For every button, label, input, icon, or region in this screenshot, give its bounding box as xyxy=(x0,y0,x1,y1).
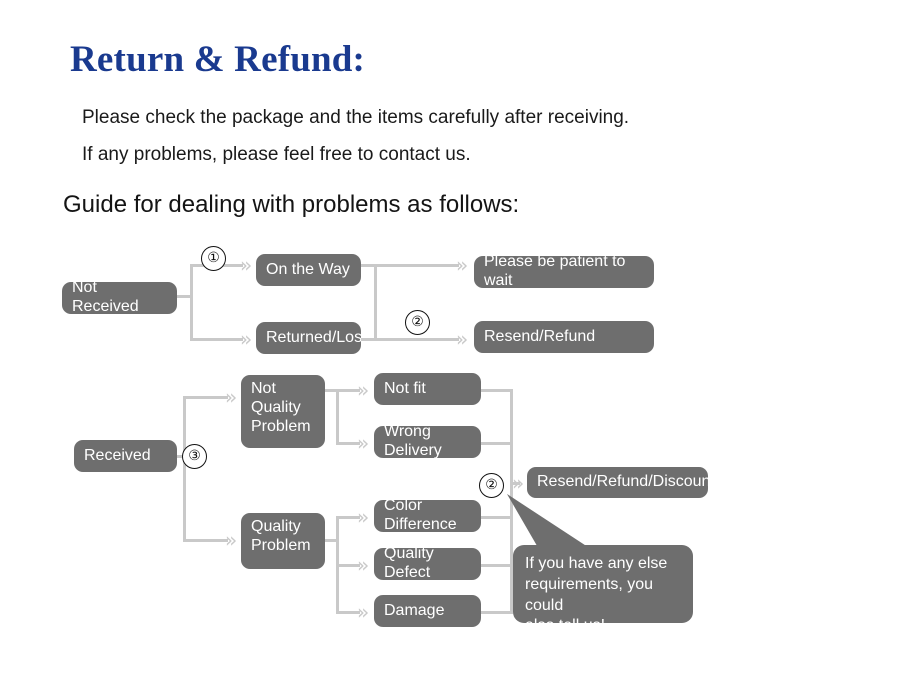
connector-not-received-split xyxy=(190,264,193,341)
connector-to-color-difference xyxy=(336,516,360,519)
connector-to-wrong-delivery xyxy=(336,442,360,445)
connector-wrong-delivery-out xyxy=(481,442,512,445)
connector-returned-lost-out xyxy=(361,338,377,341)
lead-text-line-1: Please check the package and the items c… xyxy=(82,107,630,128)
connector-not-received-stem xyxy=(177,295,193,298)
connector-nqp-out-top xyxy=(325,389,339,392)
connector-damage-out xyxy=(481,611,512,614)
node-resend-refund-discount[interactable]: Resend/Refund/Discount xyxy=(527,467,715,498)
node-on-the-way[interactable]: On the Way xyxy=(256,254,361,286)
node-received[interactable]: Received xyxy=(74,440,177,472)
marker-one: ① xyxy=(201,246,226,271)
connector-flow1-merge xyxy=(374,264,377,341)
arrowhead-to-resend-refund: » xyxy=(456,327,469,351)
page-title: Return & Refund: xyxy=(70,39,366,80)
node-not-fit[interactable]: Not fit xyxy=(374,373,481,405)
connector-bus-to-outcome xyxy=(510,482,520,485)
node-returned-lost[interactable]: Returned/Lost xyxy=(256,322,367,354)
lead-text-line-2: If any problems, please feel free to con… xyxy=(82,144,471,165)
marker-three: ③ xyxy=(182,444,207,469)
node-quality-defect[interactable]: Quality Defect xyxy=(374,545,481,581)
node-wrong-delivery[interactable]: Wrong Delivery xyxy=(374,423,481,459)
connector-on-the-way-out xyxy=(361,264,377,267)
connector-to-quality-defect xyxy=(336,564,360,567)
connector-nqp-split xyxy=(336,389,339,444)
arrowhead-to-quality-problem: » xyxy=(225,528,238,552)
marker-two-top: ② xyxy=(405,310,430,335)
arrowhead-to-damage: » xyxy=(357,600,370,624)
connector-to-damage xyxy=(336,611,360,614)
connector-to-quality-problem xyxy=(183,539,228,542)
connector-to-not-quality-problem xyxy=(183,396,228,399)
connector-to-please-wait xyxy=(374,264,459,267)
node-not-received[interactable]: Not Received xyxy=(62,279,177,315)
connector-to-not-fit xyxy=(336,389,360,392)
node-not-quality-problem[interactable]: Not Quality Problem xyxy=(241,375,325,448)
node-color-difference[interactable]: Color Difference xyxy=(374,497,481,533)
connector-quality-defect-out xyxy=(481,564,512,567)
connector-not-fit-out xyxy=(481,389,512,392)
marker-two-bottom: ② xyxy=(479,473,504,498)
connector-received-split xyxy=(183,396,186,542)
connector-color-difference-out xyxy=(481,516,512,519)
arrowhead-to-resend-refund-discount: » xyxy=(512,471,525,495)
connector-qp-out xyxy=(325,539,339,542)
arrowhead-to-on-the-way: » xyxy=(240,253,253,277)
arrowhead-to-color-difference: » xyxy=(357,505,370,529)
arrowhead-to-returned-lost: » xyxy=(240,327,253,351)
connector-to-returned-lost xyxy=(190,338,243,341)
guide-heading: Guide for dealing with problems as follo… xyxy=(63,191,520,218)
arrowhead-to-quality-defect: » xyxy=(357,553,370,577)
arrowhead-to-wrong-delivery: » xyxy=(357,431,370,455)
node-resend-refund[interactable]: Resend/Refund xyxy=(474,321,654,353)
arrowhead-to-please-wait: » xyxy=(456,253,469,277)
speech-bubble-note: If you have any else requirements, you c… xyxy=(513,545,693,634)
node-quality-problem[interactable]: Quality Problem xyxy=(241,513,325,569)
arrowhead-to-not-fit: » xyxy=(357,378,370,402)
node-damage[interactable]: Damage xyxy=(374,595,481,627)
connector-received-stem xyxy=(177,455,186,458)
arrowhead-to-not-quality-problem: » xyxy=(225,385,238,409)
connector-to-resend-refund xyxy=(374,338,459,341)
node-please-be-patient-to-wait[interactable]: Please be patient to wait xyxy=(474,253,654,289)
